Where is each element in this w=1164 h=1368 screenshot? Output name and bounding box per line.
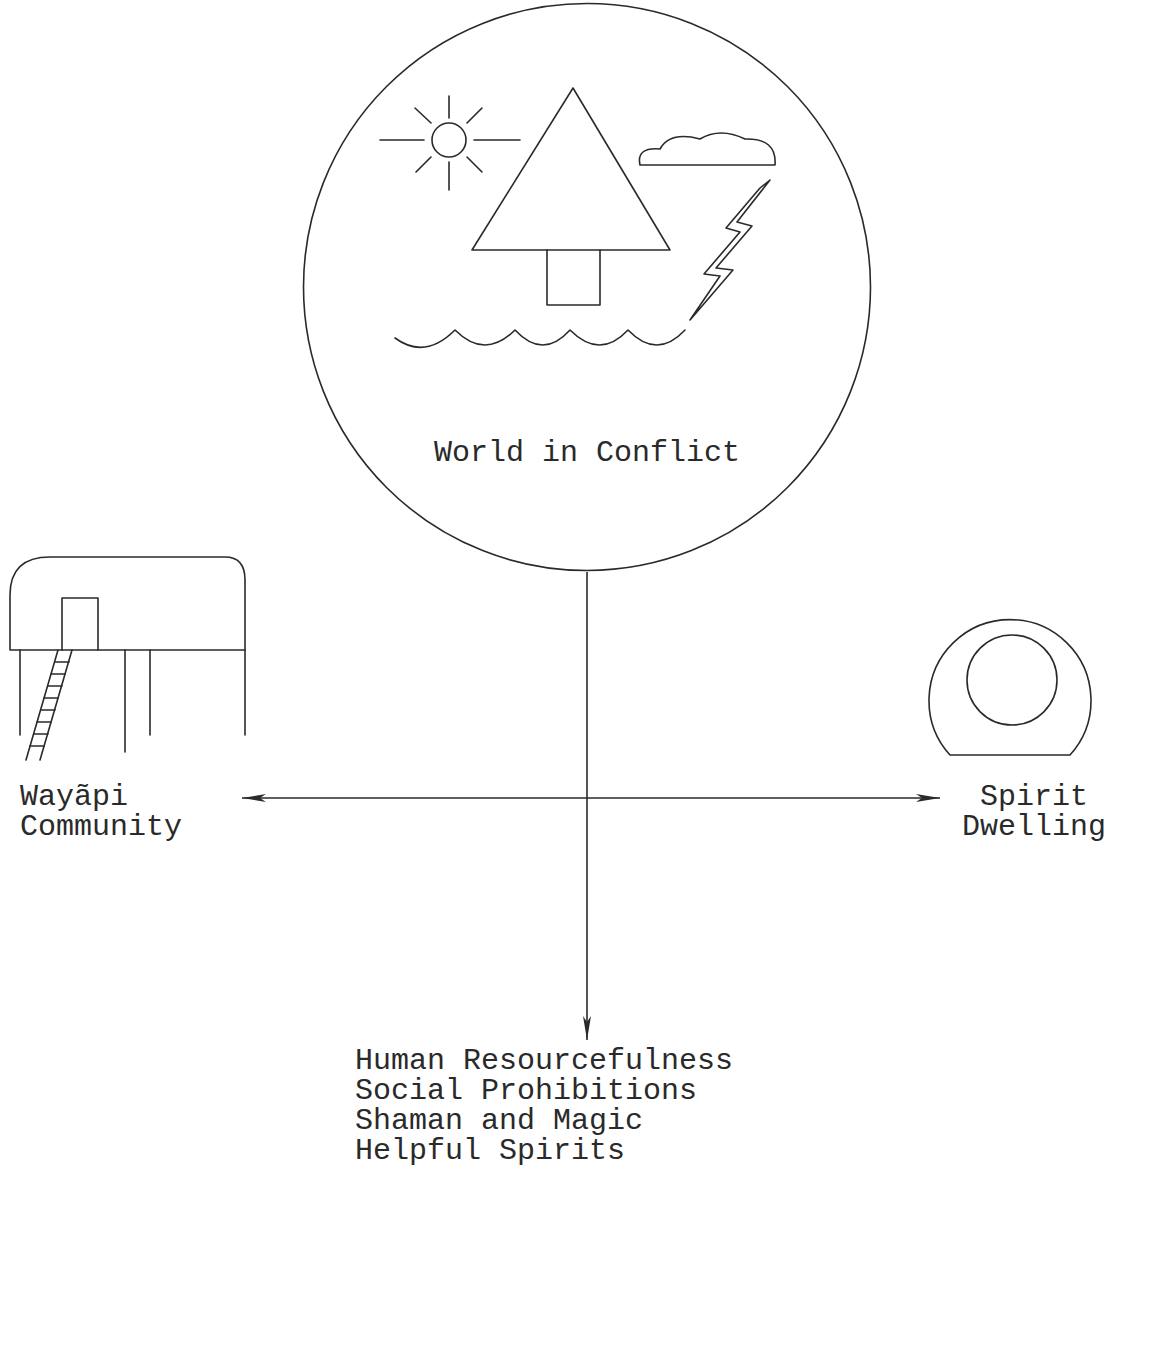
community-node: Wayãpi Community — [8, 553, 242, 848]
spirit-node: Spirit Dwelling — [940, 595, 1128, 848]
node-label: Helpful Spirits — [355, 1136, 625, 1166]
node-label: Human Resourcefulness — [355, 1046, 733, 1076]
sun-symbol — [380, 96, 520, 190]
connector-arrow — [242, 797, 940, 799]
lightning-symbol — [690, 180, 770, 320]
tree-symbol — [472, 88, 670, 305]
wave-symbol — [395, 330, 685, 347]
connector-arrow — [586, 572, 588, 1040]
response-list: Human ResourcefulnessSocial Prohibitions… — [352, 1040, 772, 1172]
node-label: Social Prohibitions — [355, 1076, 697, 1106]
spirit-dwelling-icon — [929, 620, 1091, 755]
cloud-symbol — [639, 133, 775, 165]
node-label: Wayãpi Community — [20, 782, 210, 842]
circle-border — [304, 4, 871, 571]
conflict-circle: World in Conflict — [302, 2, 872, 572]
node-label: World in Conflict — [434, 438, 740, 468]
longhouse-icon — [10, 557, 245, 760]
node-label: Spirit Dwelling — [946, 782, 1122, 842]
circle-outline — [302, 2, 872, 572]
node-label: Shaman and Magic — [355, 1106, 643, 1136]
